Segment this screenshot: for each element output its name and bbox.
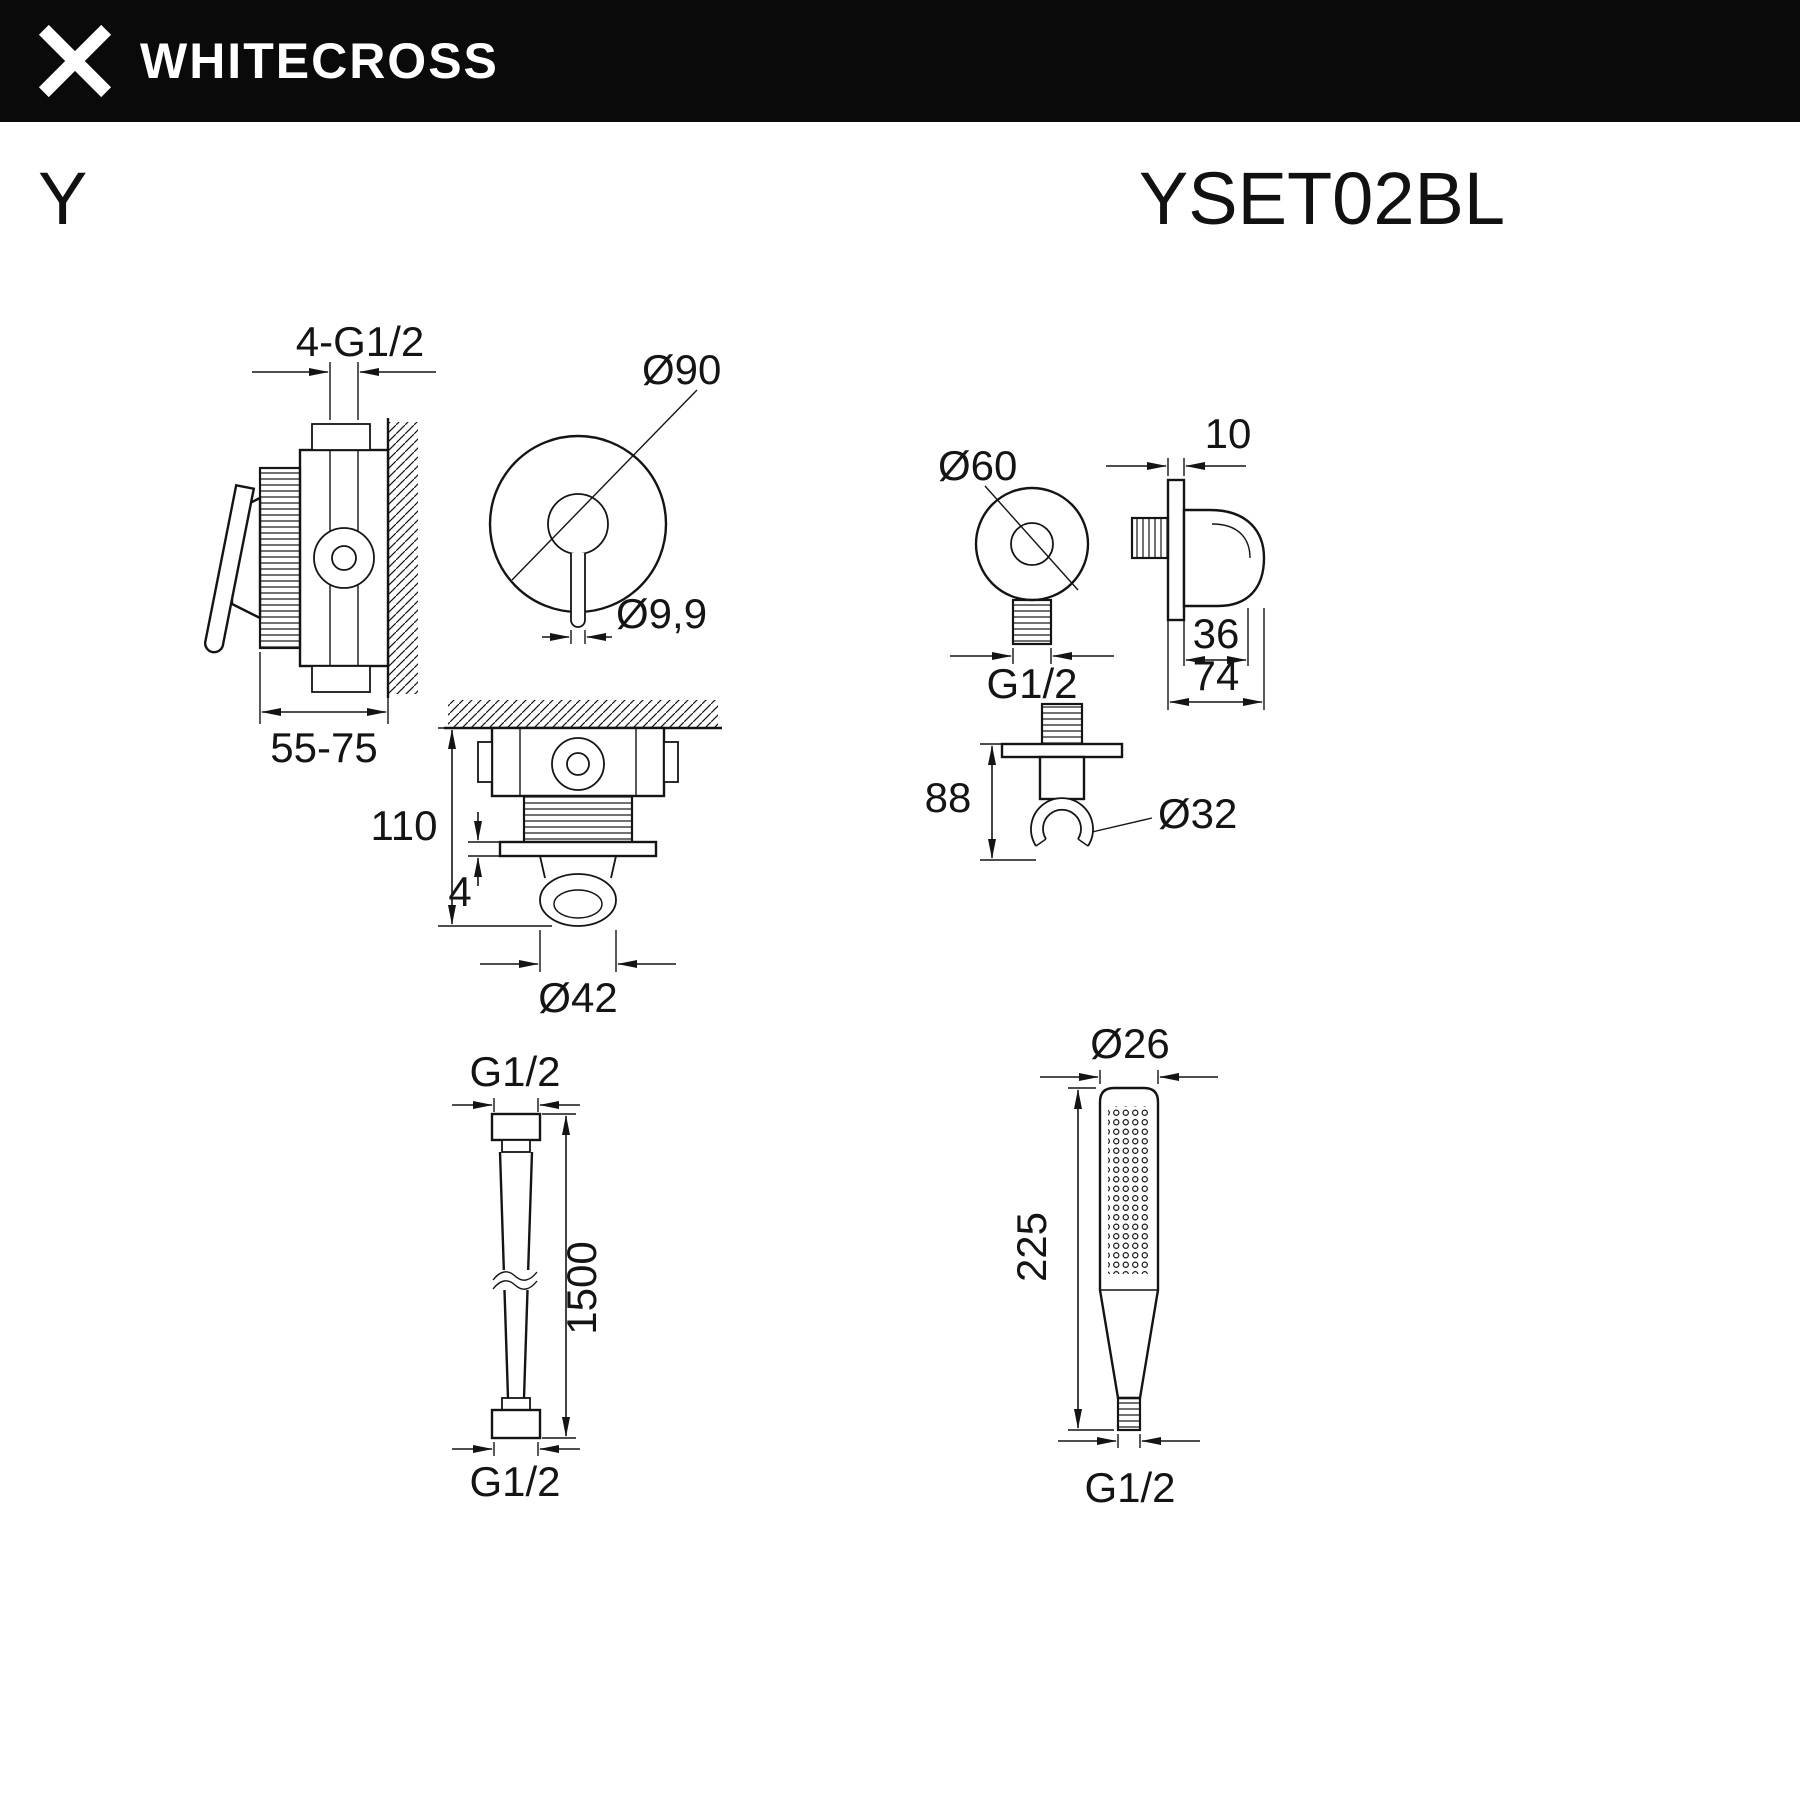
mixer-side-view: 4-G1/2 55-75	[203, 318, 436, 771]
brand-header: WHITECROSS	[0, 0, 1800, 122]
mixer-front-view: Ø90 Ø9,9	[488, 346, 721, 644]
dim-thread: G1/2	[986, 660, 1077, 707]
wall-outlet-bottom-view: 88 Ø32	[925, 702, 1237, 861]
dim-diameter: Ø60	[938, 442, 1017, 489]
handle-lever	[203, 483, 256, 654]
dim-plate: 10	[1205, 410, 1252, 457]
valve-sleeve	[258, 466, 302, 650]
holder-ring-inner	[1042, 808, 1082, 840]
trim-plate	[498, 840, 658, 858]
dim-faceplate: Ø90	[642, 346, 721, 393]
spray-face-dots	[1108, 1106, 1150, 1274]
dim-handshower-length: 225	[1008, 1212, 1055, 1282]
dim-hose-bottom-thread: G1/2	[469, 1458, 560, 1505]
thread-stub	[1130, 516, 1170, 560]
dim-hose-top-thread: G1/2	[469, 1048, 560, 1095]
dim-depth: 74	[1193, 652, 1240, 699]
dim-top-threads: 4-G1/2	[296, 318, 424, 365]
valve-bottom-port	[311, 665, 371, 693]
flange	[1000, 742, 1124, 759]
shower-hose-drawing: G1/2 G1/2 1500	[452, 1048, 605, 1505]
title-row: Y YSET02BL	[0, 122, 1800, 272]
brand-name: WHITECROSS	[140, 33, 499, 89]
hose-bottom-nut	[490, 1408, 542, 1440]
dim-plate: 4	[448, 868, 471, 915]
thread-stub	[1040, 702, 1084, 746]
hose-break-mask	[494, 1270, 538, 1290]
valve-top-port	[311, 423, 371, 451]
wall-plate	[1166, 478, 1186, 622]
handle-hub-circle	[547, 493, 609, 555]
handshower-thread	[1116, 1396, 1142, 1432]
dim-height: 110	[371, 802, 438, 849]
dim-head-diameter: Ø26	[1090, 1020, 1169, 1067]
dim-ring: Ø32	[1158, 790, 1237, 837]
holder-hook	[1182, 508, 1266, 608]
wall-outlet-front-view: Ø60 G1/2	[938, 442, 1114, 707]
hand-shower-drawing: Ø26 225 G1/2	[1008, 1020, 1218, 1511]
outlet-thread	[1011, 598, 1053, 646]
hose-top-nut	[490, 1112, 542, 1142]
model-number: YSET02BL	[1138, 157, 1505, 240]
dim-body: 36	[1193, 610, 1240, 657]
dim-spout: Ø42	[538, 974, 617, 1021]
wall-outlet-side-view: 10 36 74	[1106, 410, 1266, 710]
wall-hatch	[448, 700, 718, 728]
series-title: Y	[38, 157, 88, 240]
technical-drawing: 4-G1/2 55-75 Ø90 Ø9,9	[203, 318, 1266, 1511]
diameter-leader	[511, 389, 698, 581]
whitecross-logo-icon	[38, 24, 112, 98]
diameter-leader	[984, 485, 1079, 591]
dim-stem: Ø9,9	[616, 590, 707, 637]
dim-height: 88	[925, 774, 972, 821]
threaded-collar	[522, 794, 634, 844]
holder-body	[1038, 755, 1086, 801]
wall-hatch	[388, 422, 418, 694]
handle-stem	[570, 553, 586, 628]
dim-depth: 55-75	[270, 724, 377, 771]
dim-handshower-thread: G1/2	[1084, 1464, 1175, 1511]
mixer-bottom-view: 110 4 Ø42	[371, 700, 722, 1021]
dim-hose-length: 1500	[558, 1241, 605, 1334]
